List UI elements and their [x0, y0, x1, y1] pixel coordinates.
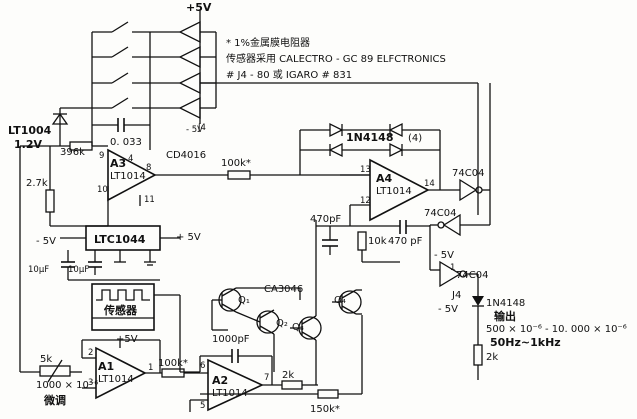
label-a3-part: LT1014	[110, 171, 146, 182]
label-a4-part: LT1014	[376, 186, 412, 197]
label-j4: J4	[451, 290, 461, 301]
label-cap-470pf-a: 470pF	[310, 214, 341, 225]
label-q1: Q₁	[238, 295, 250, 306]
label-r396k: 396k	[60, 147, 85, 158]
label-ca3046: CA3046	[264, 284, 303, 295]
note-line2: 传感器采用 CALECTRO - GC 89 ELFCTRONICS	[226, 52, 446, 65]
label-minus5-top: - 5V	[186, 125, 203, 135]
label-r2k-mid: 2k	[282, 370, 294, 381]
label-cap-10uf-2: 10μF	[68, 265, 89, 275]
label-out-1n4148: 1N4148	[486, 298, 525, 309]
note-line1: * 1%金属膜电阻器	[226, 36, 310, 49]
label-inv-pin1: 1	[450, 263, 455, 273]
label-r27k: 2.7k	[26, 178, 48, 189]
label-pot-5k: 5k	[40, 354, 52, 365]
sensor-block	[91, 283, 200, 373]
label-j4-top: J4	[197, 123, 206, 133]
label-cap-470pf-b: 470 pF	[388, 236, 423, 247]
label-plus5-ltc: + 5V	[176, 232, 201, 243]
label-cap-1000pf: 1000pF	[212, 334, 250, 345]
label-a3-pin9: 9	[99, 151, 104, 161]
label-a2-part: LT1014	[212, 388, 248, 399]
ltc1044-block	[60, 225, 180, 281]
label-a4-pin14: 14	[424, 179, 435, 189]
label-lt1004: LT1004	[8, 124, 52, 137]
label-diode-count: (4)	[408, 133, 422, 144]
label-r100k-mid: 100k*	[158, 358, 188, 369]
ca3046-transistors	[211, 220, 362, 385]
label-a2-pin6: 6	[200, 361, 205, 371]
label-a1: A1	[98, 360, 114, 373]
label-a1-part: LT1014	[98, 374, 134, 385]
label-74c04-c: 74C04	[456, 270, 488, 281]
a4-stage	[299, 83, 491, 380]
label-a3-pin10: 10	[97, 185, 108, 195]
label-trim: 微调	[43, 393, 66, 407]
label-cd4016: CD4016	[166, 150, 206, 161]
label-a1-pin1: 1	[148, 363, 153, 373]
label-a2-pin5: 5	[200, 401, 205, 411]
label-1n4148: 1N4148	[346, 131, 393, 144]
label-a1-pin2: 2	[88, 348, 93, 358]
label-r150k: 150k*	[310, 404, 340, 415]
label-sensor: 传感器	[103, 303, 138, 317]
label-r100k-top: 100k*	[221, 158, 251, 169]
note-line3: # J4 - 80 或 IGARO # 831	[226, 69, 352, 81]
label-a4-pin13: 13	[360, 165, 371, 175]
label-r10k: 10k	[368, 236, 387, 247]
label-a2: A2	[212, 374, 228, 387]
label-q2: Q₂	[276, 318, 288, 329]
label-minus5-inv: - 5V	[434, 250, 454, 261]
label-output: 输出	[494, 309, 516, 323]
label-a3-pin11: 11	[144, 195, 155, 205]
label-output-range: 500 × 10⁻⁶ - 10. 000 × 10⁻⁶	[486, 324, 627, 335]
label-a4: A4	[376, 172, 393, 185]
switch-array	[91, 10, 479, 215]
label-a3-pin4: 4	[128, 154, 133, 164]
label-minus5-ltc: - 5V	[36, 236, 56, 247]
label-minus5-j4: - 5V	[438, 304, 458, 315]
a2-stage	[189, 315, 363, 412]
label-q4: Q₄	[334, 295, 346, 306]
label-freq: 50Hz~1kHz	[490, 336, 561, 349]
label-1p2v: 1.2V	[14, 138, 42, 151]
label-ltc1044: LTC1044	[94, 233, 146, 246]
label-a3-pin8: 8	[146, 163, 151, 173]
label-cap-10uf-1: 10μF	[28, 265, 49, 275]
reference-and-a3	[19, 107, 370, 372]
label-plus5-a1: +5V	[116, 334, 138, 345]
label-74c04-a: 74C04	[452, 168, 484, 179]
label-74c04-b: 74C04	[424, 208, 456, 219]
label-plus5v: +5V	[186, 1, 212, 14]
label-a1-pin3: 3	[88, 378, 93, 388]
label-r2k-out: 2k	[486, 352, 498, 363]
label-trim-range: 1000 × 10⁻⁶	[36, 380, 98, 391]
a1-stage	[20, 339, 208, 400]
label-a3: A3	[110, 157, 126, 170]
label-q3: Q₃	[292, 322, 304, 333]
label-a4-pin12: 12	[360, 196, 371, 206]
label-cap-0033: 0. 033	[110, 137, 142, 148]
label-a2-pin7: 7	[264, 373, 269, 383]
